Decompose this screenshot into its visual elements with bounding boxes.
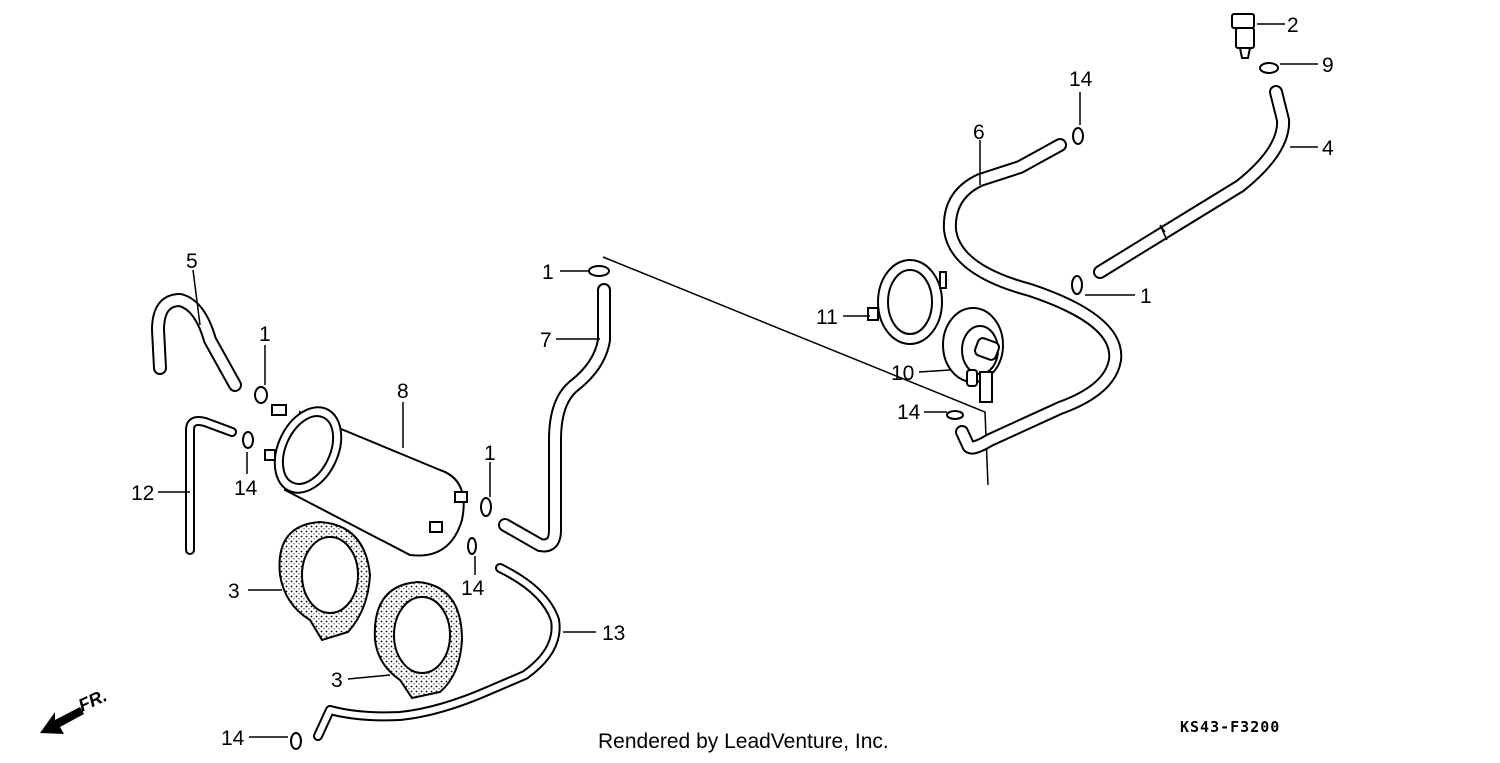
callout-6: 6 bbox=[973, 121, 985, 144]
hose-part-13 bbox=[313, 563, 561, 741]
hose-part-4 bbox=[1093, 85, 1291, 279]
front-direction-arrow-icon: FR. bbox=[40, 685, 110, 734]
callout-10: 10 bbox=[891, 362, 914, 385]
clip-part-14-bottom bbox=[290, 732, 302, 750]
callout-8: 8 bbox=[397, 380, 409, 403]
hose-part-5 bbox=[151, 293, 242, 392]
callout-4: 4 bbox=[1322, 137, 1334, 160]
diagram-code: KS43-F3200 bbox=[1180, 718, 1281, 736]
valve-part-10 bbox=[942, 307, 1004, 403]
clip-part-9 bbox=[1259, 62, 1279, 74]
canister-part-8 bbox=[264, 404, 468, 557]
callout-14-top: 14 bbox=[1069, 68, 1093, 91]
callout-11: 11 bbox=[816, 306, 838, 329]
callout-5: 5 bbox=[186, 250, 198, 273]
callout-13: 13 bbox=[602, 622, 625, 645]
strap-part-3-upper bbox=[278, 520, 372, 642]
strap-part-3-lower bbox=[373, 580, 464, 700]
clip-part-14-mid bbox=[946, 410, 964, 420]
callout-14-bottom: 14 bbox=[221, 727, 245, 750]
callout-2: 2 bbox=[1287, 14, 1299, 37]
fitting-part-2 bbox=[1231, 13, 1255, 59]
callout-14-mid: 14 bbox=[897, 401, 921, 424]
callout-3-lower: 3 bbox=[331, 669, 343, 692]
clip-part-1-mid bbox=[480, 497, 492, 517]
callout-1-top: 1 bbox=[542, 261, 554, 284]
callout-1-right: 1 bbox=[1140, 285, 1152, 308]
callout-3-upper: 3 bbox=[228, 580, 240, 603]
hose-part-7 bbox=[498, 283, 611, 553]
callout-14-canister: 14 bbox=[461, 577, 485, 600]
callout-1-mid: 1 bbox=[484, 442, 496, 465]
footer-credit: Rendered by LeadVenture, Inc. bbox=[598, 730, 889, 753]
guide-line bbox=[602, 256, 989, 486]
clip-part-1-top bbox=[588, 265, 610, 277]
leader-lines bbox=[158, 23, 1318, 738]
clip-part-14-canister bbox=[467, 537, 477, 555]
ring-part-11 bbox=[867, 259, 947, 345]
callout-12: 12 bbox=[131, 482, 154, 505]
callout-14-left: 14 bbox=[234, 477, 258, 500]
callout-7: 7 bbox=[540, 329, 552, 352]
callout-1-left: 1 bbox=[259, 323, 271, 346]
hose-part-6 bbox=[942, 138, 1123, 455]
clip-part-1-right bbox=[1071, 275, 1083, 295]
clip-part-14-top bbox=[1072, 127, 1084, 145]
callout-9: 9 bbox=[1322, 54, 1334, 77]
hose-part-12 bbox=[185, 416, 237, 555]
clip-part-14-left bbox=[242, 431, 254, 449]
clip-part-1-left bbox=[254, 386, 268, 404]
